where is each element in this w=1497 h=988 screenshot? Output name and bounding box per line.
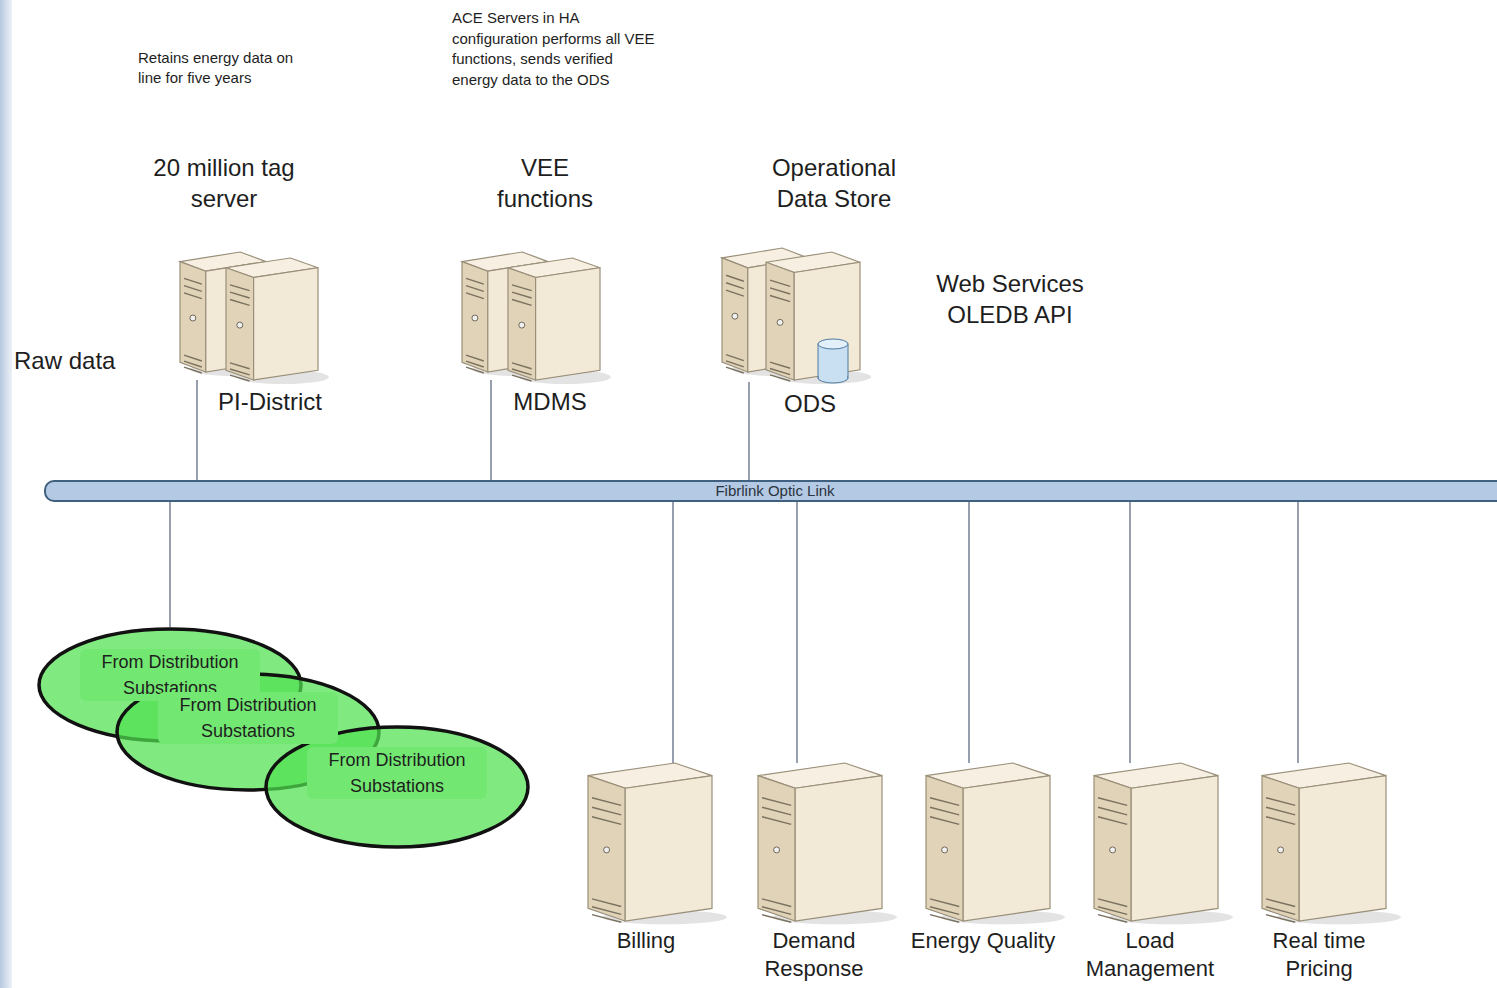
- application-server: Load Management: [1094, 763, 1218, 921]
- network-link: [196, 380, 198, 481]
- server-pair-shape: [462, 252, 602, 380]
- server-heading: VEE functions: [480, 152, 610, 214]
- server-name: Billing: [571, 927, 721, 955]
- database-server: Operational Data StoreODS: [722, 248, 862, 382]
- application-server: Energy Quality: [926, 763, 1050, 921]
- application-server-shape: [926, 763, 1050, 921]
- network-link: [748, 382, 750, 481]
- database-server-shape: [722, 248, 862, 382]
- network-link: [968, 501, 970, 763]
- note-text: Retains energy data on line for five yea…: [138, 48, 308, 88]
- server-name: MDMS: [480, 386, 620, 417]
- network-link: [672, 501, 674, 763]
- fiber-bus: Fibrlink Optic Link: [45, 481, 1497, 501]
- flow-label: Raw data: [14, 346, 144, 376]
- network-link: [490, 380, 492, 481]
- source-label: From Distribution Substations: [158, 692, 338, 744]
- server-pair: VEE functionsMDMS: [462, 252, 602, 380]
- network-link: [1129, 501, 1131, 763]
- server-heading: 20 million tag server: [124, 152, 324, 214]
- server-heading: Operational Data Store: [759, 152, 909, 214]
- side-strip: [0, 0, 12, 988]
- link-label: Fibrlink Optic Link: [685, 481, 865, 501]
- server-name: Demand Response: [739, 927, 889, 983]
- interface-label: Web Services OLEDB API: [925, 268, 1095, 330]
- application-server-shape: [1094, 763, 1218, 921]
- server-pair-shape: [180, 252, 320, 380]
- note-text: ACE Servers in HA configuration performs…: [452, 8, 662, 90]
- network-link: [169, 501, 171, 627]
- server-name: ODS: [755, 388, 865, 419]
- application-server: Billing: [588, 763, 712, 921]
- server-pair: 20 million tag serverPI-District: [180, 252, 320, 380]
- application-server: Real time Pricing: [1262, 763, 1386, 921]
- application-server-shape: [1262, 763, 1386, 921]
- source-label: From Distribution Substations: [307, 747, 487, 799]
- application-server-shape: [758, 763, 882, 921]
- application-server-shape: [588, 763, 712, 921]
- application-server: Demand Response: [758, 763, 882, 921]
- server-name: Load Management: [1070, 927, 1230, 983]
- server-name: PI-District: [190, 386, 350, 417]
- network-link: [796, 501, 798, 763]
- server-name: Real time Pricing: [1254, 927, 1384, 983]
- network-link: [1297, 501, 1299, 763]
- server-name: Energy Quality: [888, 927, 1078, 955]
